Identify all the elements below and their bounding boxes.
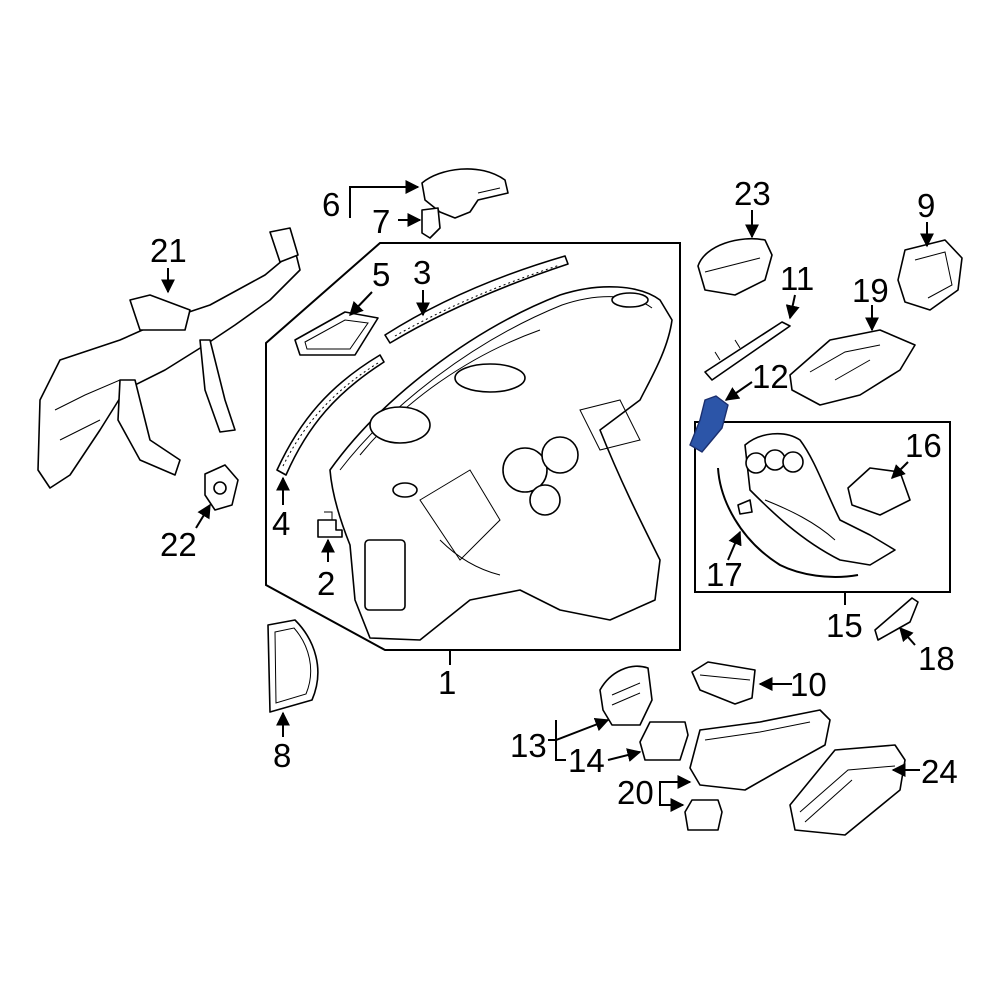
callout-14: 14	[568, 742, 605, 779]
callout-3: 3	[413, 254, 431, 291]
console-bracket-part[interactable]	[689, 709, 831, 791]
callout-23: 23	[734, 175, 771, 212]
callout-4: 4	[272, 505, 290, 542]
callout-16: 16	[905, 427, 942, 464]
cover-panel-part[interactable]	[789, 329, 916, 406]
defroster-strip-part[interactable]	[276, 354, 385, 476]
leader-lines	[161, 180, 934, 812]
tray-part[interactable]	[691, 661, 756, 705]
mount-part[interactable]	[204, 464, 239, 511]
callout-15: 15	[826, 607, 863, 644]
callout-11: 11	[780, 260, 814, 297]
bracket-part-7[interactable]	[421, 207, 441, 239]
speaker-cover-part[interactable]	[294, 311, 379, 356]
highlighted-bracket-part[interactable]	[689, 395, 729, 453]
instrument-panel-part[interactable]	[329, 286, 673, 641]
dashboard-group-box	[265, 242, 681, 651]
clip-part[interactable]	[317, 511, 343, 538]
cross-car-beam-part[interactable]	[37, 227, 301, 489]
cable-part[interactable]	[717, 467, 859, 578]
callout-1: 1	[438, 664, 456, 701]
callout-20: 20	[617, 774, 654, 811]
switch-panel-part[interactable]	[599, 665, 653, 726]
callout-18: 18	[918, 640, 955, 677]
storage-compartment-part[interactable]	[697, 237, 773, 296]
control-module-part[interactable]	[789, 744, 906, 836]
callout-9: 9	[917, 187, 935, 224]
pad-part[interactable]	[847, 467, 911, 516]
top-cover-part[interactable]	[421, 168, 509, 219]
center-console-trim-part[interactable]	[744, 432, 896, 566]
callout-24: 24	[921, 753, 958, 790]
seal-strip-part[interactable]	[874, 597, 919, 641]
callout-8: 8	[273, 737, 291, 774]
console-group-box	[694, 421, 951, 593]
callout-22: 22	[160, 526, 197, 563]
callout-17: 17	[706, 556, 743, 593]
callout-19: 19	[852, 272, 889, 309]
callout-13: 13	[510, 727, 547, 764]
bracket-part-9[interactable]	[897, 239, 963, 311]
block-part[interactable]	[684, 799, 723, 831]
callout-7: 7	[372, 203, 390, 240]
callout-2: 2	[317, 565, 335, 602]
defroster-grille-part[interactable]	[384, 255, 569, 344]
callout-5: 5	[372, 256, 390, 293]
end-panel-part[interactable]	[267, 619, 319, 713]
callout-6: 6	[322, 186, 340, 223]
callout-10: 10	[790, 666, 827, 703]
callout-labels: 1 2 3 4 5 6 7 8 9 10 11 12 13 14 15 16 1…	[150, 175, 958, 811]
switch-unit-part[interactable]	[639, 721, 689, 761]
trim-strip-part[interactable]	[704, 321, 791, 381]
callout-21: 21	[150, 232, 187, 269]
callout-12: 12	[752, 358, 789, 395]
